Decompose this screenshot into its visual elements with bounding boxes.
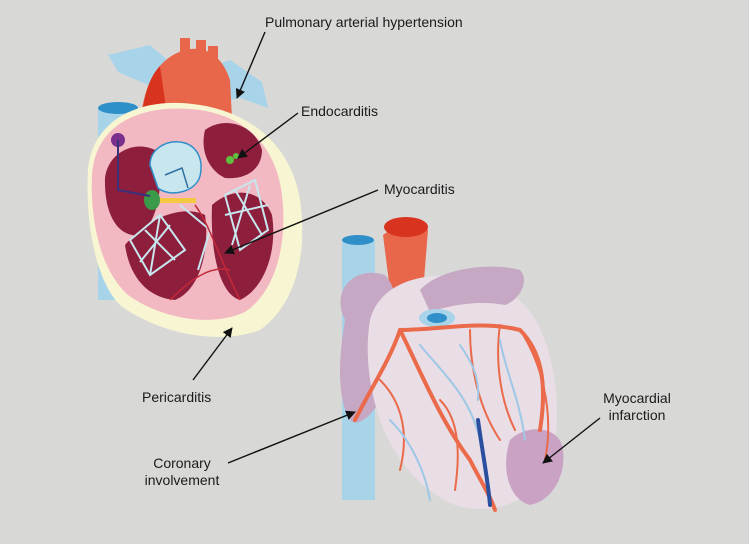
arrow-coronary bbox=[228, 412, 355, 463]
valve-ring bbox=[160, 198, 196, 203]
cross-section-heart bbox=[87, 38, 302, 337]
label-mi-line1: Myocardial bbox=[597, 390, 677, 407]
label-coronary-involvement: Coronary involvement bbox=[142, 455, 222, 489]
label-myocarditis: Myocarditis bbox=[384, 181, 455, 198]
label-pulmonary-hypertension: Pulmonary arterial hypertension bbox=[265, 14, 463, 31]
infarct-zone bbox=[506, 429, 563, 505]
label-coronary-line1: Coronary bbox=[142, 455, 222, 472]
label-mi-line2: infarction bbox=[597, 407, 677, 424]
vegetation bbox=[226, 156, 234, 164]
label-coronary-line2: involvement bbox=[142, 472, 222, 489]
exterior-heart bbox=[340, 217, 563, 510]
label-endocarditis: Endocarditis bbox=[301, 103, 378, 120]
label-myocardial-infarction: Myocardial infarction bbox=[597, 390, 677, 424]
label-pericarditis: Pericarditis bbox=[142, 389, 211, 406]
